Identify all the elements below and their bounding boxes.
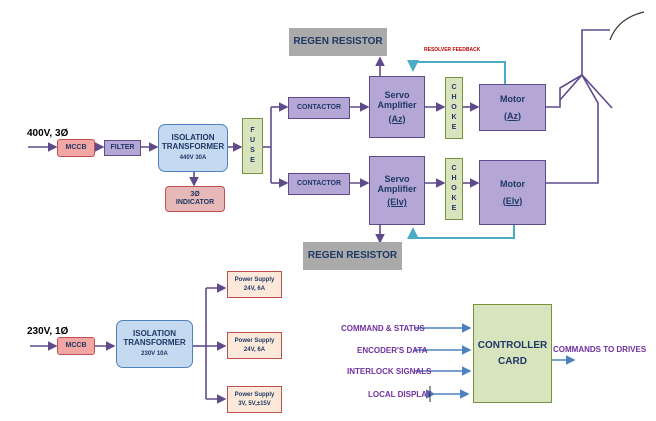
resolver-feedback-label: RESOLVER FEEDBACK — [424, 47, 481, 53]
regen-bottom-label: REGEN RESISTOR — [307, 250, 398, 262]
servo-elv-axis: (Elv) — [387, 197, 407, 208]
ps1-line1: Power Supply — [234, 276, 275, 283]
ps3-line1: Power Supply — [234, 391, 275, 398]
servo-elv-title: Servo Amplifier — [377, 173, 417, 194]
fuse-letter: E — [250, 157, 255, 164]
regen-top-label: REGEN RESISTOR — [293, 36, 383, 48]
input-interlock-signals: INTERLOCK SIGNALS — [347, 367, 432, 376]
motor-az: Motor (Az) — [479, 84, 546, 131]
controller-card: CONTROLLER CARD — [473, 304, 552, 403]
isolation-transformer-top: ISOLATION TRANSFORMER 440V 30A — [158, 124, 228, 172]
choke-letter: H — [451, 94, 457, 101]
choke-letter: K — [451, 195, 457, 202]
input-encoder-data: ENCODER'S DATA — [357, 346, 428, 355]
motor-elv-title: Motor — [500, 179, 525, 190]
indicator-label: 3Ø INDICATOR — [175, 191, 215, 206]
fuse-letter: F — [250, 127, 255, 134]
mains-230v-label: 230V, 1Ø — [27, 326, 69, 337]
choke-letter: K — [451, 114, 457, 121]
filter-label: FILTER — [110, 144, 135, 152]
ps2-line2: 24V, 6A — [243, 346, 266, 353]
controller-line1: CONTROLLER — [477, 339, 548, 351]
motor-az-axis: (Az) — [504, 110, 521, 121]
choke-elv: C H O K E — [445, 158, 463, 220]
contactor-elv-label: CONTACTOR — [296, 180, 342, 188]
indicator-box: 3Ø INDICATOR — [165, 186, 225, 212]
choke-letter: O — [451, 104, 457, 111]
servo-az-title: Servo Amplifier — [377, 90, 417, 111]
iso-bottom-rating: 230V 10A — [141, 351, 168, 358]
ps1-line2: 24V, 6A — [243, 285, 266, 292]
power-supply-3: Power Supply 3V, 5V,±15V — [227, 386, 282, 413]
choke-letter: E — [451, 124, 457, 131]
ps2-line1: Power Supply — [234, 337, 275, 344]
power-supply-2: Power Supply 24V, 6A — [227, 332, 282, 359]
servo-amplifier-az: Servo Amplifier (Az) — [369, 76, 425, 138]
regen-resistor-top: REGEN RESISTOR — [289, 28, 387, 56]
iso-top-title: ISOLATION TRANSFORMER — [161, 133, 225, 152]
input-local-display: LOCAL DISPLAY — [368, 390, 432, 399]
mains-400v-label: 400V, 3Ø — [27, 128, 69, 139]
mccb-bottom: MCCB — [57, 337, 95, 355]
isolation-transformer-bottom: ISOLATION TRANSFORMER 230V 10A — [116, 320, 193, 368]
iso-bottom-title: ISOLATION TRANSFORMER — [123, 329, 186, 348]
mccb-top-label: MCCB — [65, 144, 87, 152]
mccb-bottom-label: MCCB — [65, 342, 87, 350]
choke-letter: C — [451, 165, 457, 172]
contactor-elv: CONTACTOR — [288, 173, 350, 195]
choke-letter: H — [451, 175, 457, 182]
fuse-letter: S — [250, 147, 255, 154]
servo-amplifier-elv: Servo Amplifier (Elv) — [369, 156, 425, 225]
motor-elv: Motor (Elv) — [479, 160, 546, 225]
choke-az: C H O K E — [445, 77, 463, 139]
output-commands-to-drives: COMMANDS TO DRIVES — [553, 345, 647, 354]
fuse-box: F U S E — [242, 118, 263, 174]
iso-top-rating: 440V 30A — [179, 155, 207, 162]
motor-elv-axis: (Elv) — [502, 195, 523, 206]
motor-az-title: Motor — [500, 94, 525, 105]
choke-letter: E — [451, 205, 457, 212]
fuse-letter: U — [249, 137, 256, 144]
power-supply-1: Power Supply 24V, 6A — [227, 271, 282, 298]
servo-az-axis: (Az) — [388, 113, 406, 124]
choke-letter: C — [451, 84, 457, 91]
choke-letter: O — [451, 185, 457, 192]
filter-box: FILTER — [104, 140, 141, 156]
input-command-status: COMMAND & STATUS — [341, 324, 425, 333]
contactor-az: CONTACTOR — [288, 97, 350, 119]
mccb-top: MCCB — [57, 139, 95, 157]
ps3-line2: 3V, 5V,±15V — [238, 400, 271, 407]
regen-resistor-bottom: REGEN RESISTOR — [303, 242, 402, 270]
contactor-az-label: CONTACTOR — [296, 104, 342, 112]
controller-line2: CARD — [498, 356, 527, 367]
